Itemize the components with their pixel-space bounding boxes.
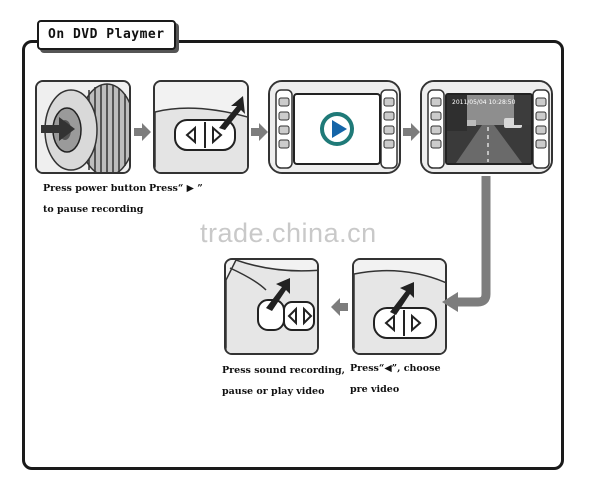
step-1-caption-line-1: Press power button (43, 183, 147, 194)
step-2-button-image (153, 80, 249, 174)
step-1-caption-line-2: to pause recording (43, 204, 144, 215)
step-6-caption-line-2: pause or play video (222, 386, 325, 397)
step-1-caption: Press power button to pause recording (43, 178, 146, 220)
step-6-caption-line-1: Press sound recording, (222, 365, 345, 376)
flow-arrow-icon (403, 123, 420, 141)
flow-arrow-icon (251, 123, 268, 141)
flow-arrow-icon (442, 176, 491, 312)
flow-arrow-icon (331, 298, 348, 316)
step-6-caption: Press sound recording, pause or play vid… (222, 360, 345, 402)
diagram-title: On DVD Playmer (37, 20, 176, 50)
step-4-video-image: 2011/05/04 10:28:50 (420, 80, 553, 174)
step-5-button-image (352, 258, 447, 355)
step-5-caption-line-2: pre video (350, 384, 400, 395)
hand-pointer-arrow-icon (41, 117, 75, 141)
step-3-head-unit-image (268, 80, 401, 174)
diagram-frame (22, 40, 564, 470)
step-5-caption-line-1: Press“◀”, choose (350, 363, 441, 374)
step-6-button-image (224, 258, 319, 355)
flow-arrow-icon (134, 123, 151, 141)
step-5-caption: Press“◀”, choose pre video (350, 358, 441, 400)
watermark: trade.china.cn (200, 218, 377, 248)
step-2-caption: Press“ ▶ ” (149, 178, 203, 199)
video-timestamp: 2011/05/04 10:28:50 (452, 99, 516, 106)
play-icon (320, 112, 354, 146)
step-2-caption-line-1: Press“ ▶ ” (149, 183, 203, 194)
step-1-camera-image (35, 80, 131, 174)
